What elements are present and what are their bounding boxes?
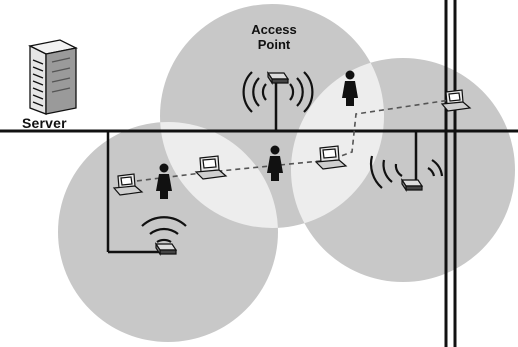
access-point-icon xyxy=(156,244,176,254)
access-point-label-line2: Point xyxy=(240,37,308,52)
access-point-icon xyxy=(402,180,422,190)
server-icon xyxy=(30,40,76,114)
access-point-icon xyxy=(268,73,288,83)
server-label: Server xyxy=(22,116,67,130)
access-point-label: Access Point xyxy=(240,22,308,52)
access-point-label-line1: Access xyxy=(240,22,308,37)
